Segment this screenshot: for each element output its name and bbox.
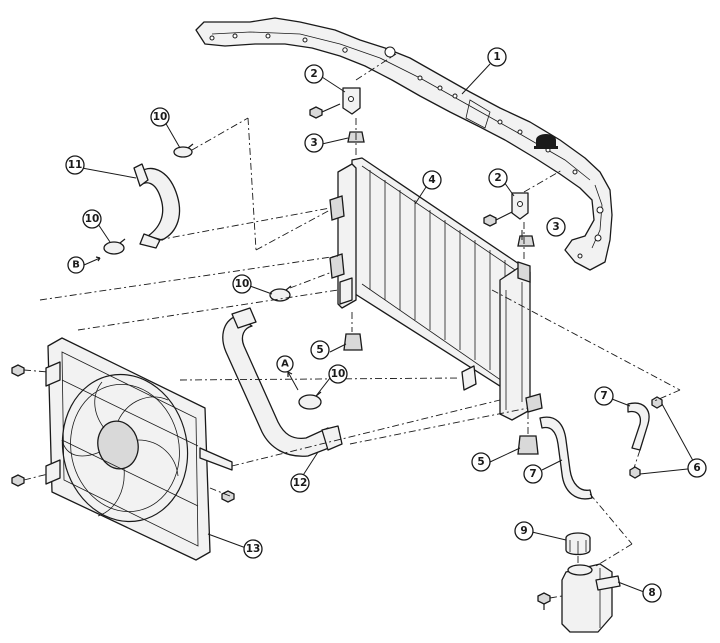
svg-text:2: 2 [310, 68, 317, 80]
callout-3-right: 3 [546, 217, 566, 237]
svg-text:10: 10 [153, 111, 168, 123]
hose-clip-lower [629, 466, 641, 479]
callout-10-lower: 10 [328, 364, 348, 384]
upper-radiator-hose [133, 163, 181, 249]
reservoir-hose-lower [539, 416, 593, 500]
callout-7-upper: 7 [594, 386, 614, 406]
callout-12: 12 [290, 473, 310, 493]
svg-text:2: 2 [494, 172, 501, 184]
callout-4: 4 [422, 170, 442, 190]
callout-5-left: 5 [310, 340, 330, 360]
bolt-icon [11, 364, 25, 377]
svg-text:4: 4 [428, 174, 435, 186]
bolt-icon [11, 474, 25, 487]
hose-clamp-upper [173, 143, 194, 158]
alignment-lines [23, 53, 681, 599]
svg-text:10: 10 [331, 368, 346, 380]
radiator-fan-shroud [45, 337, 233, 561]
bolt-icon [221, 490, 235, 503]
lower-mount-bushing-right [517, 435, 539, 455]
coolant-reservoir-tank [537, 563, 621, 633]
svg-text:10: 10 [85, 213, 100, 225]
callout-11: 11 [65, 155, 85, 175]
callout-8: 8 [642, 583, 662, 603]
svg-text:8: 8 [648, 587, 655, 599]
svg-text:6: 6 [693, 462, 700, 474]
svg-text:13: 13 [246, 543, 261, 555]
leader-lines [81, 63, 698, 593]
upper-mount-bushing-right [517, 235, 535, 247]
svg-text:12: 12 [293, 477, 308, 489]
svg-text:5: 5 [477, 456, 484, 468]
reservoir-cap [565, 532, 591, 556]
hose-clamp-mid [269, 285, 292, 302]
hose-clamp-lower-left [103, 238, 126, 255]
svg-text:1: 1 [493, 51, 500, 63]
svg-text:B: B [72, 260, 80, 271]
svg-text:3: 3 [552, 221, 559, 233]
svg-text:11: 11 [68, 159, 83, 171]
callout-5-right: 5 [471, 452, 491, 472]
svg-text:7: 7 [529, 468, 536, 480]
bolt-icon [483, 211, 513, 227]
mounting-bracket-right [511, 192, 529, 220]
callout-2-right: 2 [488, 168, 508, 188]
callout-7-lower: 7 [523, 464, 543, 484]
svg-text:5: 5 [316, 344, 323, 356]
reference-marker-b: B [67, 256, 85, 274]
svg-text:7: 7 [600, 390, 607, 402]
mounting-bracket-left [342, 87, 361, 115]
lower-radiator-hose [222, 307, 343, 457]
callout-10-left: 10 [82, 209, 102, 229]
callout-9: 9 [514, 521, 534, 541]
callout-3-left: 3 [304, 133, 324, 153]
reference-marker-a: A [276, 355, 294, 373]
bolt-icon [309, 103, 341, 119]
lower-mount-bushing-left [343, 333, 363, 351]
svg-text:3: 3 [310, 137, 317, 149]
svg-text:A: A [281, 359, 289, 370]
callout-10-top: 10 [150, 107, 170, 127]
callout-6: 6 [687, 458, 707, 478]
reservoir-hose-upper [627, 402, 650, 451]
radiator [329, 157, 543, 421]
reference-marker-a-hood-icon [534, 134, 558, 149]
callout-2-left: 2 [304, 64, 324, 84]
svg-text:9: 9 [520, 525, 527, 537]
callout-10-mid: 10 [232, 274, 252, 294]
callout-1: 1 [487, 47, 507, 67]
callout-13: 13 [243, 539, 263, 559]
svg-text:10: 10 [235, 278, 250, 290]
